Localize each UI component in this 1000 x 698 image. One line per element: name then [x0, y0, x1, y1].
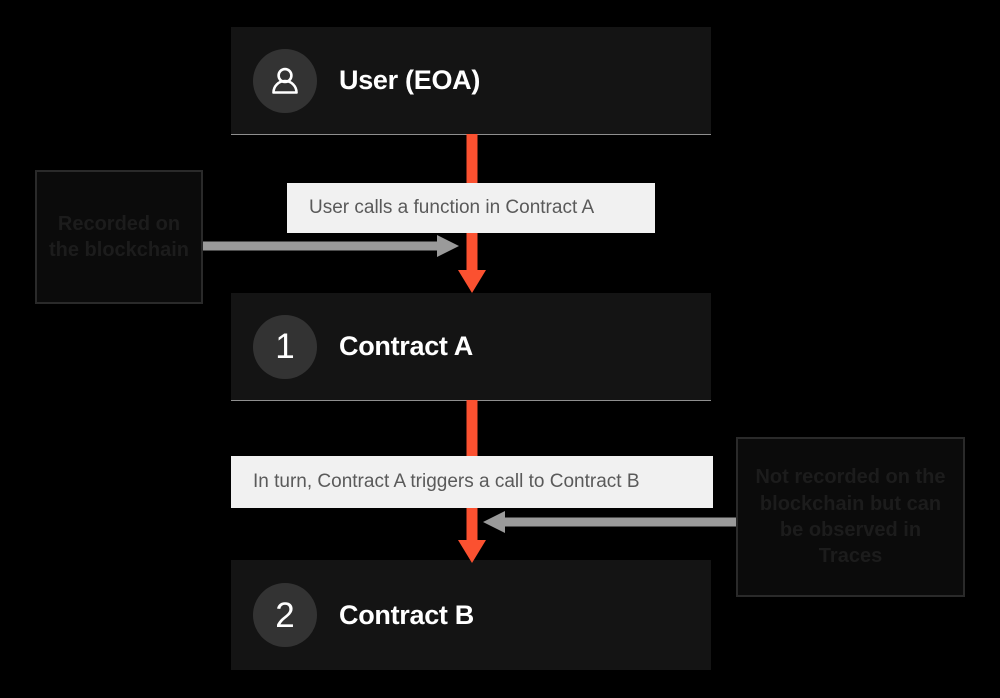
- number-badge-2: 2: [253, 583, 317, 647]
- callout-left-arrow: [203, 232, 459, 260]
- badge-number: 1: [275, 327, 295, 366]
- person-icon: [253, 48, 317, 113]
- connector-step-1-to-contract-a: [455, 226, 489, 296]
- node-contract-b-title: Contract B: [339, 599, 475, 630]
- step-label-1: User calls a function in Contract A: [287, 183, 655, 233]
- node-contract-a[interactable]: 1 Contract A: [231, 293, 711, 401]
- connector-step-2-to-contract-b: [455, 500, 489, 566]
- node-contract-a-title: Contract A: [339, 331, 474, 361]
- node-user-title: User (EOA): [339, 65, 481, 95]
- callout-not-recorded-traces: Not recorded on the blockchain but can b…: [736, 437, 965, 597]
- callout-recorded-on-blockchain: Recorded on the blockchain: [35, 170, 203, 304]
- node-user[interactable]: User (EOA): [231, 27, 711, 135]
- callout-left-text: Recorded on the blockchain: [48, 212, 190, 261]
- callout-right-text: Not recorded on the blockchain but can b…: [755, 466, 946, 568]
- badge-number: 2: [275, 595, 295, 635]
- step-label-2: In turn, Contract A triggers a call to C…: [231, 456, 713, 508]
- connector-user-to-step-1: [455, 128, 489, 188]
- connector-contract-a-to-step-2: [455, 394, 489, 462]
- number-badge-1: 1: [253, 314, 317, 379]
- callout-right-arrow: [483, 508, 736, 536]
- node-contract-b[interactable]: 2 Contract B: [231, 560, 711, 670]
